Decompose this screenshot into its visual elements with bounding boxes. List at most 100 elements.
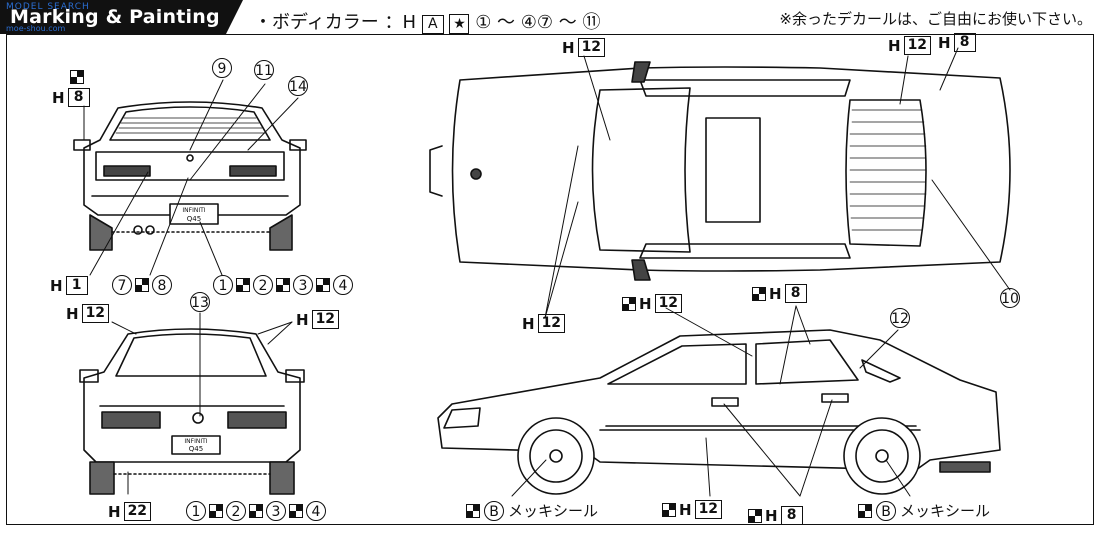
check-flag-icon — [858, 503, 872, 518]
side-h12-bottom: H 12 — [662, 500, 723, 519]
seq-3: 3 — [266, 501, 286, 521]
seq-1: 1 — [186, 501, 206, 521]
side-callout-12: 12 — [890, 308, 910, 328]
top-view-drawing — [429, 61, 1011, 281]
seq-7: 7 — [112, 275, 132, 295]
front-h12-right-box: 12 — [311, 310, 340, 329]
check-flag-icon — [70, 70, 84, 84]
side-h8-bottom: H 8 — [748, 506, 803, 525]
h-prefix: H — [108, 502, 121, 521]
body-color-prefix: ・ボディカラー ：H — [254, 12, 416, 33]
top-h8: H 8 — [938, 33, 976, 52]
top-h12-bottom-box: 12 — [537, 314, 566, 333]
check-flag-icon — [466, 503, 480, 518]
diagram-frame — [6, 34, 1094, 525]
top-h12-b: H 12 — [888, 36, 932, 55]
side-chrome-seal-right: B メッキシール — [858, 500, 990, 521]
check-flag-icon — [752, 286, 766, 301]
h-prefix: H — [562, 38, 575, 57]
rear-plate-model: Q45 — [187, 215, 201, 223]
h-prefix: H — [50, 276, 63, 295]
h-prefix: H — [765, 506, 778, 525]
title-tab — [0, 0, 243, 34]
chrome-seal-text: メッキシール — [900, 502, 991, 520]
front-h12-left-box: 12 — [81, 304, 110, 323]
side-view-drawing — [437, 329, 1001, 495]
chrome-b-mark: B — [484, 500, 504, 521]
callout-11: 11 — [254, 60, 274, 80]
top-h12-bottom: H 12 — [522, 314, 566, 333]
front-view-drawing: INFINITI Q45 — [79, 328, 305, 495]
check-flag-icon — [276, 278, 290, 292]
h-prefix: H — [296, 310, 309, 329]
callout-12: 12 — [890, 308, 910, 328]
rear-h8-code: H 8 — [52, 88, 90, 107]
callout-13: 13 — [190, 292, 210, 312]
check-flag-icon — [622, 296, 636, 311]
callout-14: 14 — [288, 76, 308, 96]
rear-seq-left: 7 8 — [112, 275, 172, 295]
callout-9: 9 — [212, 58, 232, 78]
rear-callout-14: 14 — [288, 76, 308, 96]
seq-2: 2 — [226, 501, 246, 521]
side-h8-top-box: 8 — [784, 284, 807, 303]
front-h22-label: H 22 — [108, 502, 152, 521]
rear-h1-box: 1 — [65, 276, 88, 295]
check-flag-icon — [662, 502, 676, 517]
h-prefix: H — [679, 500, 692, 519]
side-h8-bottom-box: 8 — [780, 506, 803, 525]
seq-4: 4 — [306, 501, 326, 521]
seq-3: 3 — [293, 275, 313, 295]
h-prefix: H — [639, 294, 652, 313]
top-h12-a: H 12 — [562, 38, 606, 57]
check-flag-icon — [289, 504, 303, 518]
side-h12-box: 12 — [654, 294, 683, 313]
check-flag-icon — [209, 504, 223, 518]
page-title: Marking & Painting — [10, 6, 220, 28]
rear-h8-box: 8 — [67, 88, 90, 107]
body-color-range: ① ～ ④⑦ ～ ⑪ — [475, 12, 601, 33]
chrome-b-mark: B — [876, 500, 896, 521]
h-prefix: H — [769, 284, 782, 303]
seq-1: 1 — [213, 275, 233, 295]
side-h12-top: H 12 — [622, 294, 683, 313]
top-callout-10: 10 — [1000, 288, 1020, 308]
top-h8-box: 8 — [953, 33, 976, 52]
check-flag-icon — [748, 508, 762, 523]
h-prefix: H — [938, 33, 951, 52]
rear-callout-11: 11 — [254, 60, 274, 80]
watermark-subtext: moe-shou.com — [6, 24, 66, 33]
check-flag-icon — [236, 278, 250, 292]
rear-view-drawing: INFINITI Q45 — [73, 101, 307, 251]
side-chrome-seal-left: B メッキシール — [466, 500, 598, 521]
top-h12-b-box: 12 — [903, 36, 932, 55]
leader-lines — [83, 47, 1011, 497]
front-h22-box: 22 — [123, 502, 152, 521]
star-icon: ★ — [449, 14, 470, 34]
check-flag-icon — [249, 504, 263, 518]
chrome-seal-text: メッキシール — [508, 502, 599, 520]
front-seq: 1 2 3 4 — [186, 501, 326, 521]
seq-8: 8 — [152, 275, 172, 295]
watermark-text: MODEL SEARCH — [6, 2, 90, 12]
front-callout-13: 13 — [190, 292, 210, 312]
rear-callout-9: 9 — [212, 58, 232, 78]
front-h12-left: H 12 — [66, 304, 110, 323]
h-prefix: H — [522, 314, 535, 333]
top-h12-a-box: 12 — [577, 38, 606, 57]
rear-h1-label: H 1 — [50, 276, 88, 295]
seq-2: 2 — [253, 275, 273, 295]
h-prefix: H — [52, 88, 65, 107]
h-prefix: H — [66, 304, 79, 323]
rear-plate-brand: INFINITI — [182, 207, 205, 214]
front-h12-right: H 12 — [296, 310, 340, 329]
front-plate-model: Q45 — [189, 445, 203, 453]
seq-4: 4 — [333, 275, 353, 295]
rear-h8-label — [70, 70, 84, 84]
front-plate-brand: INFINITI — [184, 438, 207, 445]
h-prefix: H — [888, 36, 901, 55]
check-flag-icon — [316, 278, 330, 292]
check-flag-icon — [135, 278, 149, 292]
callout-10: 10 — [1000, 288, 1020, 308]
